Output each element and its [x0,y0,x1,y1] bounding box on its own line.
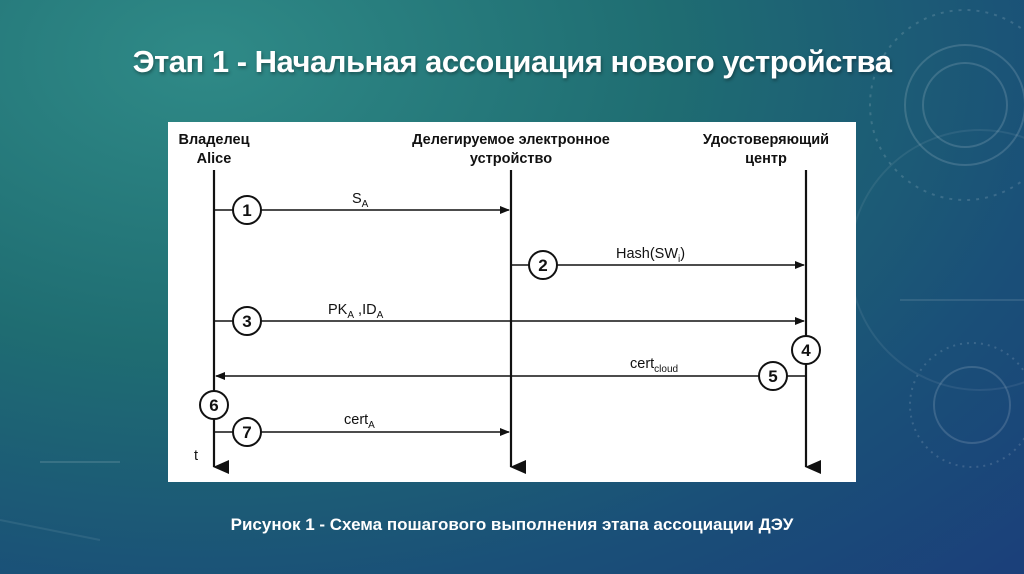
actor-ca-line1: Удостоверяющий [703,132,829,148]
slide-title: Этап 1 - Начальная ассоциация нового уст… [132,44,892,79]
step-1-circle [232,195,262,225]
step-5-circle [758,361,788,391]
actor-ca-line2: центр [745,151,787,167]
sequence-diagram: Владелец Alice Делегируемое электронное … [168,122,856,482]
actor-owner-line2: Alice [197,151,232,167]
message-5-label: certcloud [630,356,678,375]
step-7-number: 7 [242,423,251,442]
step-4-circle [791,335,821,365]
message-2-label: Hash(SWi) [616,246,685,265]
step-6-circle [199,390,229,420]
step-1-number: 1 [242,201,251,220]
actor-device-line1: Делегируемое электронное [412,132,610,148]
step-2-circle [528,250,558,280]
step-5-number: 5 [768,367,777,386]
step-3-number: 3 [242,312,251,331]
actor-owner-line1: Владелец [178,132,249,148]
step-2-number: 2 [538,256,547,275]
step-7-circle [232,417,262,447]
actor-device-line2: устройство [470,151,552,167]
message-3-label: PKA ,IDA [328,302,384,321]
figure-caption: Рисунок 1 - Схема пошагового выполнения … [230,515,794,534]
message-1-label: SA [352,191,369,210]
time-label: t [194,448,198,464]
step-3-circle [232,306,262,336]
step-6-number: 6 [209,396,218,415]
step-4-number: 4 [801,341,811,360]
message-7-label: certA [344,412,375,431]
